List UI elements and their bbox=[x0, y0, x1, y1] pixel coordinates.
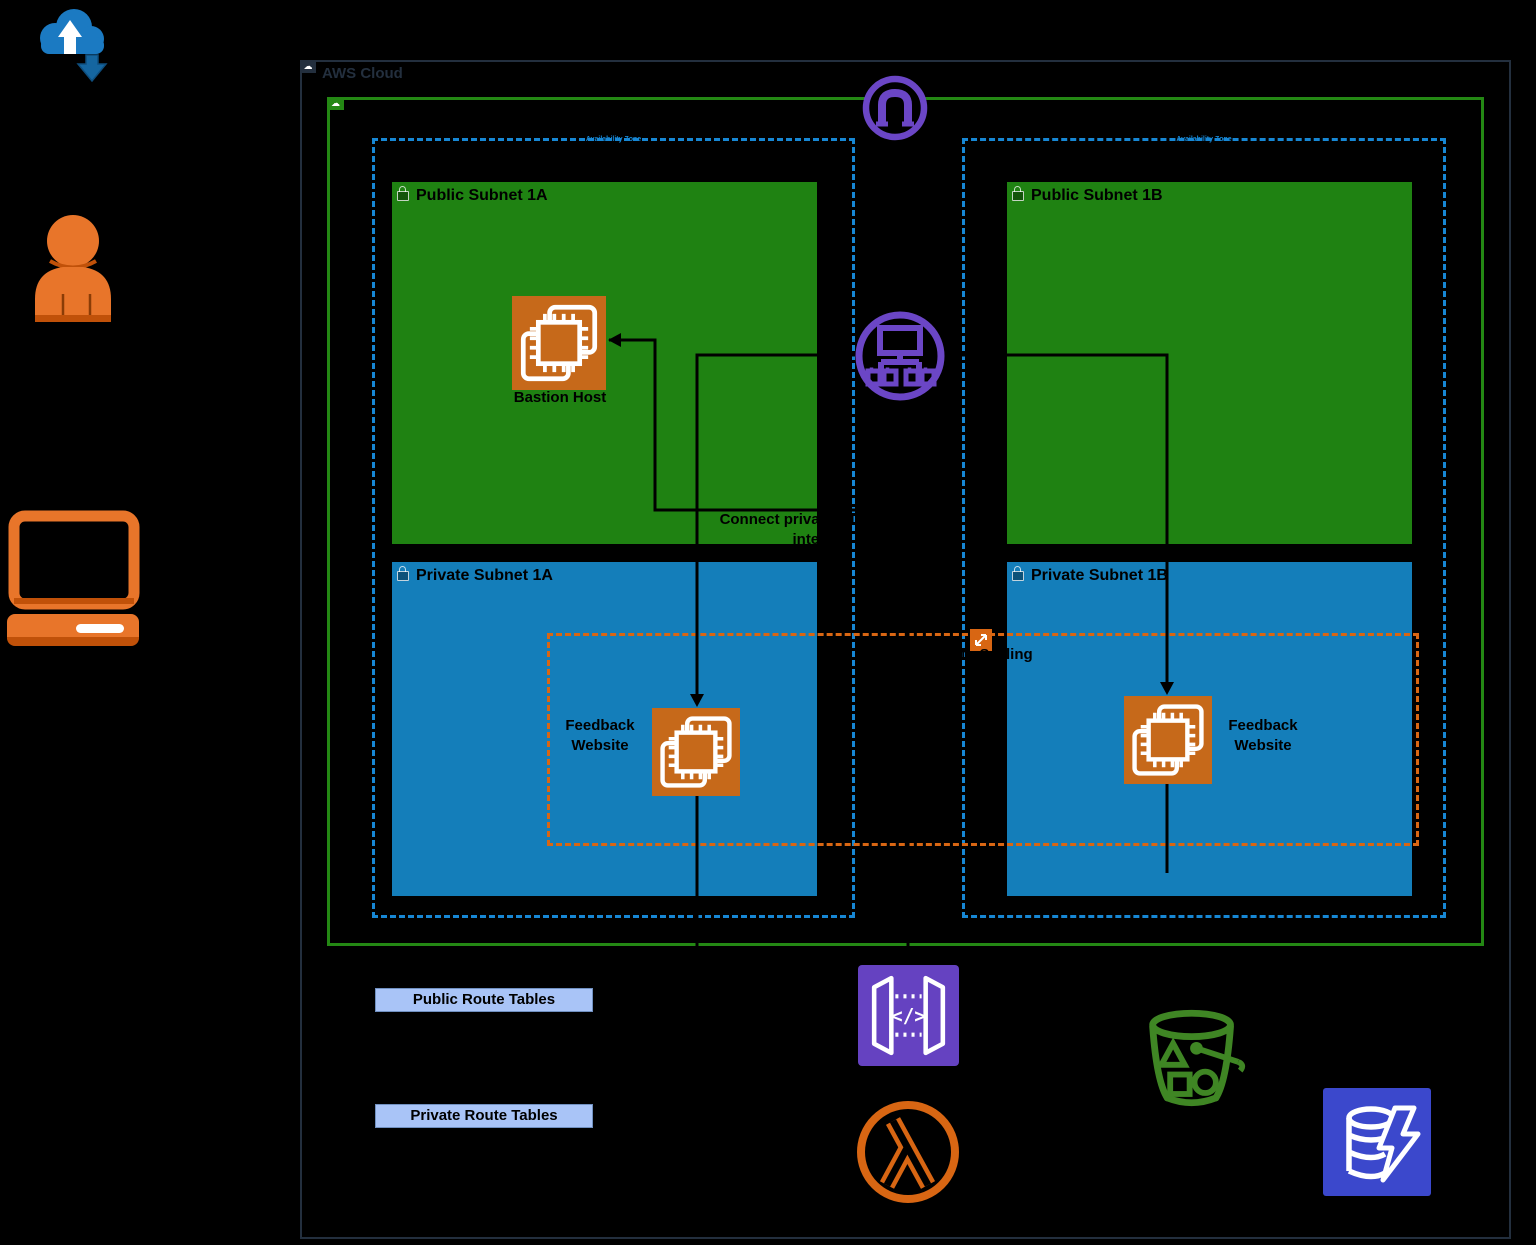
aws-cloud-icon: ☁ bbox=[300, 60, 316, 73]
auto-scaling-label: Auto Scaling bbox=[941, 646, 1033, 663]
bastion-host-ec2-icon bbox=[512, 296, 606, 390]
private-subnet-1a-label: Private Subnet 1A bbox=[416, 567, 553, 584]
private-subnet-1a: Private Subnet 1A bbox=[390, 560, 819, 898]
s3-bucket-icon bbox=[1141, 1004, 1248, 1112]
feedback-website-label-left: Feedback Website bbox=[565, 717, 635, 754]
feedback-website-ec2-icon-right bbox=[1124, 696, 1212, 784]
dynamodb-icon bbox=[1323, 1088, 1431, 1196]
feedback-website-ec2-icon-left bbox=[652, 708, 740, 796]
public-route-tables-tag: Public Route Tables bbox=[375, 988, 593, 1012]
availability-zone-right bbox=[962, 138, 1446, 918]
connect-private-subnet-annotation: Connect private subnet with internet bbox=[719, 511, 921, 548]
user-icon bbox=[28, 214, 116, 330]
api-gateway-icon: </> bbox=[858, 965, 959, 1066]
elastic-load-balancer-icon bbox=[855, 311, 945, 401]
public-subnet-1b-label: Public Subnet 1B bbox=[1031, 187, 1163, 204]
aws-cloud-label: AWS Cloud bbox=[322, 65, 403, 82]
auto-scaling-group-icon bbox=[970, 629, 992, 651]
api-gateway-glyph: </> bbox=[891, 1005, 926, 1028]
availability-zone-left-label: Availability Zone bbox=[585, 136, 642, 143]
lambda-icon bbox=[853, 1097, 963, 1207]
internet-gateway-icon bbox=[861, 74, 929, 142]
private-subnet-1b-label: Private Subnet 1B bbox=[1031, 567, 1168, 584]
internet-cloud-icon bbox=[30, 2, 110, 82]
availability-zone-right-label: Availability Zone bbox=[1176, 136, 1232, 143]
public-subnet-1a-label: Public Subnet 1A bbox=[416, 187, 548, 204]
lock-icon bbox=[1012, 186, 1024, 201]
lock-icon bbox=[397, 566, 409, 581]
bastion-host-label: Bastion Host bbox=[513, 389, 607, 406]
laptop-icon bbox=[6, 510, 142, 648]
public-subnet-1b: Public Subnet 1B bbox=[1005, 180, 1414, 546]
private-route-tables-tag: Private Route Tables bbox=[375, 1104, 593, 1128]
lock-icon bbox=[397, 186, 409, 201]
availability-zone-left bbox=[372, 138, 855, 918]
feedback-website-label-right: Feedback Website bbox=[1228, 717, 1298, 754]
lock-icon bbox=[1012, 566, 1024, 581]
aws-cloud-group bbox=[300, 60, 1511, 1239]
vpc-icon: ☁ bbox=[327, 97, 344, 110]
